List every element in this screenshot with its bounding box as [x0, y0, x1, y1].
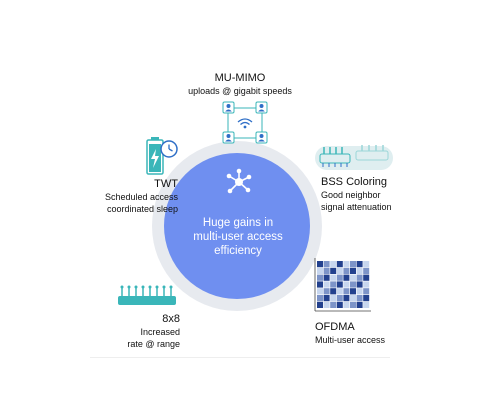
ofdma-cell: [323, 281, 330, 288]
ofdma-cell: [363, 267, 370, 274]
ofdma-cell: [356, 281, 363, 288]
ofdma-cell: [343, 281, 350, 288]
ofdma-cell: [336, 301, 343, 308]
bss-label: BSS Coloring Good neighbor signal attenu…: [321, 176, 431, 213]
ofdma-cell: [336, 267, 343, 274]
center-line: Huge gains in: [202, 217, 274, 229]
ofdma-cell: [350, 288, 356, 295]
ofdma-cell: [336, 261, 343, 268]
ofdma-cell: [317, 281, 323, 288]
ofdma-cell: [317, 295, 323, 302]
center-label: Huge gains in multi-user access efficien…: [192, 216, 284, 258]
ofdma-cell: [363, 295, 370, 302]
mu-mimo-title: MU-MIMO: [214, 72, 266, 84]
ofdma-cell: [317, 288, 323, 295]
antenna-router-icon: [118, 285, 176, 305]
ofdma-cell: [350, 295, 356, 302]
twt-line: coordinated sleep: [106, 204, 178, 214]
ofdma-cell: [356, 274, 363, 281]
ofdma-cell: [343, 261, 350, 268]
twt-line: Scheduled access: [104, 192, 178, 202]
ofdma-cell: [323, 274, 330, 281]
ofdma-cell: [317, 267, 323, 274]
twt-label: TWT Scheduled access coordinated sleep: [80, 178, 178, 215]
ofdma-cell: [356, 301, 363, 308]
center-line: multi-user access: [193, 231, 283, 243]
ofdma-cell: [330, 261, 337, 268]
ofdma-cell: [356, 295, 363, 302]
ofdma-cell: [317, 301, 323, 308]
ofdma-cell: [330, 295, 337, 302]
ofdma-cell: [323, 295, 330, 302]
ofdma-cell: [350, 301, 356, 308]
ofdma-cell: [330, 281, 337, 288]
ofdma-line: Multi-user access: [315, 335, 386, 345]
ofdma-grid-icon: [314, 258, 371, 312]
mu-mimo-line: uploads @ gigabit speeds: [188, 86, 292, 96]
ofdma-cell: [343, 288, 350, 295]
ofdma-cell: [343, 295, 350, 302]
ofdma-cell: [323, 288, 330, 295]
battery-clock-icon: [146, 137, 178, 175]
ofdma-cell: [323, 301, 330, 308]
eight-line: rate @ range: [127, 339, 180, 349]
ofdma-cell: [317, 261, 323, 268]
ofdma-cell: [363, 301, 370, 308]
ofdma-cell: [363, 281, 370, 288]
wifi-icon: [237, 118, 253, 126]
ofdma-cell: [350, 267, 356, 274]
ofdma-cell: [336, 281, 343, 288]
hub-network-icon: [226, 168, 252, 194]
ofdma-cell: [323, 267, 330, 274]
ofdma-cell: [356, 261, 363, 268]
eight-label: 8x8 Increased rate @ range: [80, 313, 180, 350]
center-line: efficiency: [214, 245, 262, 257]
ofdma-cell: [363, 261, 370, 268]
ofdma-cell: [330, 267, 337, 274]
ofdma-cell: [356, 267, 363, 274]
ofdma-cell: [343, 301, 350, 308]
ofdma-cell: [336, 288, 343, 295]
ofdma-title: OFDMA: [315, 321, 355, 333]
twt-title: TWT: [154, 178, 178, 190]
mu-mimo-icon: [222, 101, 268, 144]
center-circle: [164, 153, 310, 299]
ofdma-label: OFDMA Multi-user access: [315, 321, 415, 346]
ofdma-cell: [330, 301, 337, 308]
ofdma-cell: [356, 288, 363, 295]
eight-line: Increased: [140, 327, 180, 337]
ofdma-cell: [330, 288, 337, 295]
ofdma-cell: [323, 261, 330, 268]
ofdma-cell: [350, 274, 356, 281]
mu-mimo-label: MU-MIMO uploads @ gigabit speeds: [180, 72, 300, 97]
ofdma-cell: [363, 274, 370, 281]
bss-title: BSS Coloring: [321, 176, 388, 188]
ofdma-cell: [330, 274, 337, 281]
ofdma-cell: [350, 261, 356, 268]
bss-line: Good neighbor: [321, 190, 381, 200]
ofdma-cell: [336, 295, 343, 302]
ofdma-cell: [336, 274, 343, 281]
router-icon: [315, 145, 393, 170]
ofdma-cell: [343, 274, 350, 281]
bss-line: signal attenuation: [321, 202, 392, 212]
eight-title: 8x8: [162, 313, 180, 325]
user-icon: [222, 101, 235, 114]
divider: [90, 357, 390, 358]
ofdma-cell: [350, 281, 356, 288]
ofdma-cell: [317, 274, 323, 281]
ofdma-cell: [343, 267, 350, 274]
ofdma-cell: [363, 288, 370, 295]
